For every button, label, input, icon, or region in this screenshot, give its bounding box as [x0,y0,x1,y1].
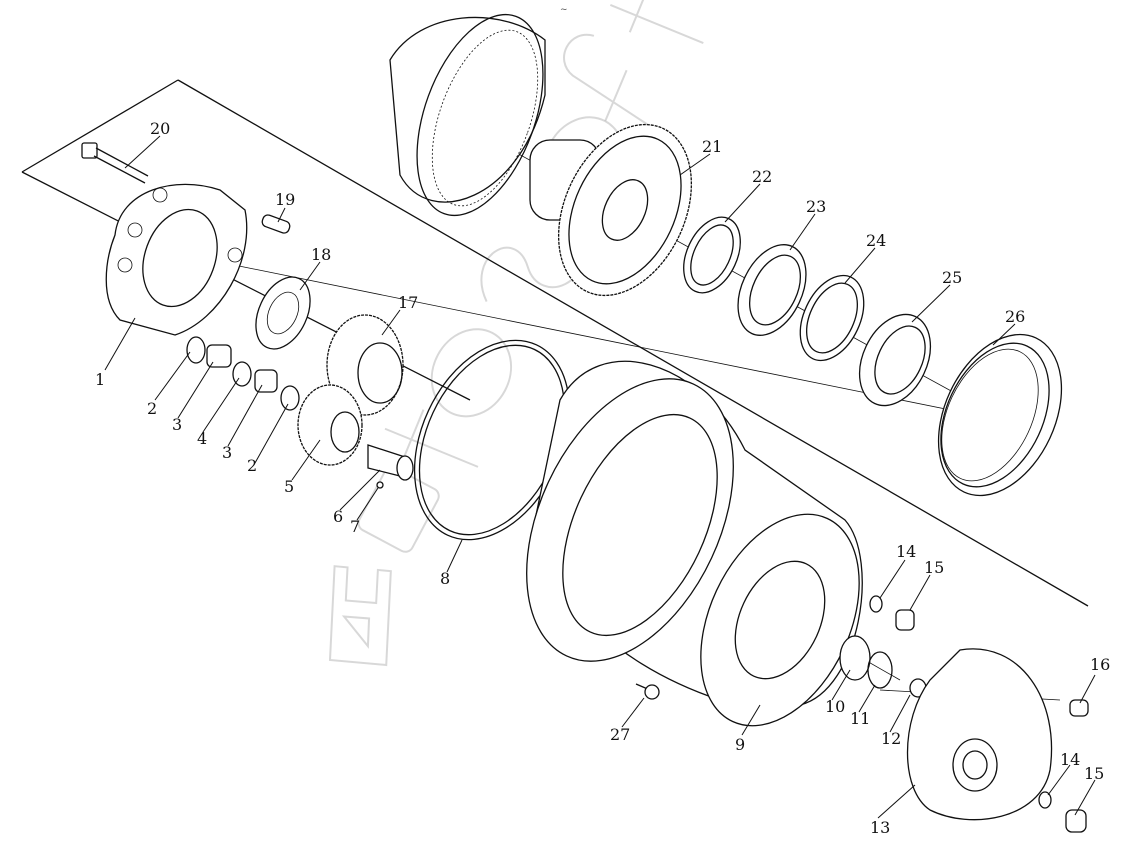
label-13: 13 [870,818,890,837]
part-24-lock-plate [799,274,865,362]
part-21-gear-carrier [529,123,693,297]
label-15a: 15 [924,558,944,577]
part-22-ring [683,216,741,294]
part-15-screw-plug-lower [1065,809,1087,833]
part-19-pin [261,214,291,234]
label-17: 17 [398,293,418,312]
small-rings [186,336,300,411]
label-2a: 2 [147,399,157,418]
frame-lines [21,79,1089,607]
leader-lines [104,135,1096,819]
label-26: 26 [1005,307,1025,326]
part-6-shaft [367,444,414,481]
label-23: 23 [806,197,826,216]
part-7-ball [376,481,384,489]
part-5-planet-gear [297,384,363,466]
part-15-screw-plug-upper [895,609,915,631]
part-13-cover [906,648,1053,821]
part-labels: 1 2 3 4 3 2 5 6 7 8 9 10 11 12 13 14 15 … [95,119,1110,837]
part-1-planet-carrier [105,183,248,336]
label-7: 7 [350,517,360,536]
label-14a: 14 [896,542,916,561]
label-3b: 3 [222,443,232,462]
label-3a: 3 [172,415,182,434]
part-9-wheel-hub [526,360,863,727]
part-11-snap-ring [867,651,893,689]
corner-mark: ~ [560,5,568,15]
label-22: 22 [752,167,772,186]
label-6: 6 [333,507,343,526]
label-11: 11 [850,709,870,728]
label-27: 27 [610,725,630,744]
label-15b: 15 [1084,764,1104,783]
label-16: 16 [1090,655,1110,674]
label-4: 4 [197,429,207,448]
label-9: 9 [735,735,745,754]
label-18: 18 [311,245,331,264]
part-20-bolt [81,142,149,184]
label-2b: 2 [247,456,257,475]
label-5: 5 [284,477,294,496]
label-24: 24 [866,231,886,250]
part-16-bolt [1069,699,1089,717]
label-21: 21 [702,137,722,156]
label-1: 1 [95,370,105,389]
part-25-nut [858,313,932,407]
part-27-screw [635,683,660,700]
part-10-lock-washer [839,635,871,681]
label-20: 20 [150,119,170,138]
label-10: 10 [825,697,845,716]
part-18-thrust-washer [255,276,311,350]
part-14-seal-ring-upper [869,595,883,613]
label-25: 25 [942,268,962,287]
label-12: 12 [881,729,901,748]
part-14-seal-ring-lower [1038,791,1052,809]
label-8: 8 [440,569,450,588]
part-26-seal [937,333,1063,497]
label-14b: 14 [1060,750,1080,769]
ring-gear-drum [389,13,546,217]
label-19: 19 [275,190,295,209]
